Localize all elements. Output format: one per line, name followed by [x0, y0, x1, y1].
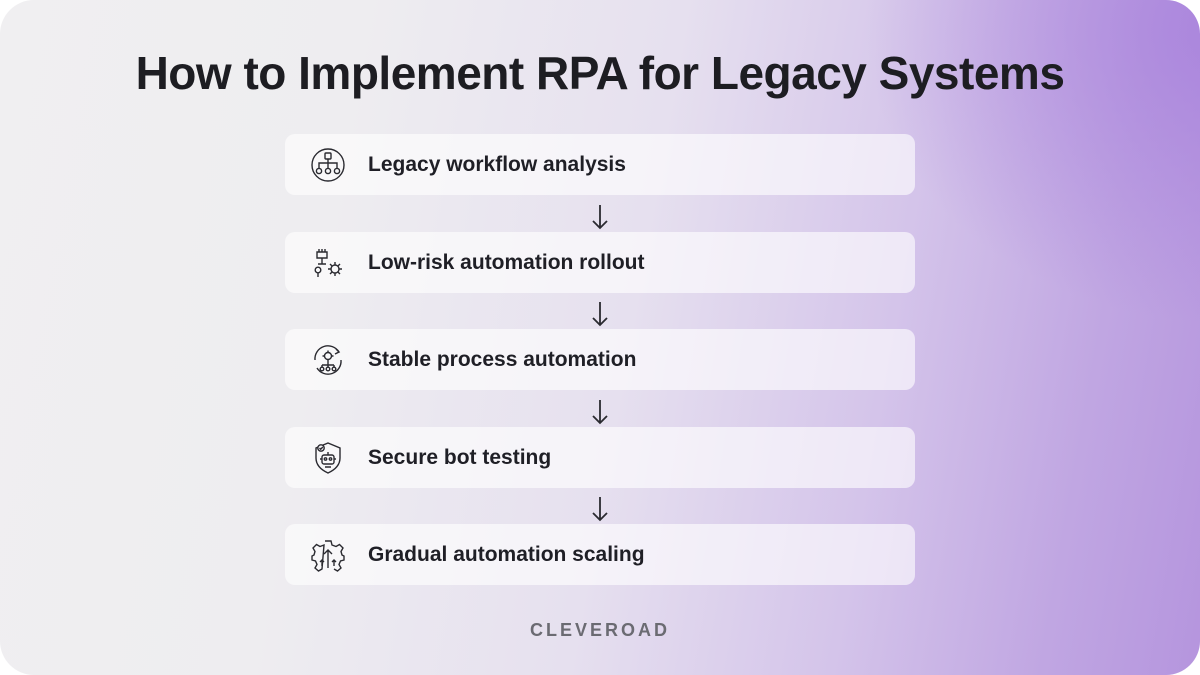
brand-logo: CLEVEROAD: [529, 620, 670, 640]
page-title: How to Implement RPA for Legacy Systems: [135, 47, 1065, 99]
arrow-down-icon: [592, 205, 608, 230]
workflow-network-icon: [308, 145, 348, 185]
step-label: Low-risk automation rollout: [368, 250, 645, 274]
automation-gear-icon: [308, 243, 348, 283]
step-gradual-automation-scaling: Gradual automation scaling: [285, 524, 915, 585]
arrow-down-icon: [592, 497, 608, 522]
arrow-down-icon: [592, 302, 608, 327]
scaling-gear-icon: [308, 535, 348, 575]
step-stable-process-automation: Stable process automation: [285, 329, 915, 390]
arrow-down-icon: [592, 400, 608, 425]
secure-bot-icon: [308, 438, 348, 478]
step-label: Secure bot testing: [368, 445, 552, 469]
step-low-risk-automation-rollout: Low-risk automation rollout: [285, 232, 915, 293]
step-label: Gradual automation scaling: [368, 542, 645, 566]
step-label: Stable process automation: [368, 347, 637, 371]
step-legacy-workflow-analysis: Legacy workflow analysis: [285, 134, 915, 195]
step-secure-bot-testing: Secure bot testing: [285, 427, 915, 488]
process-cycle-icon: [308, 340, 348, 380]
step-label: Legacy workflow analysis: [368, 152, 626, 176]
